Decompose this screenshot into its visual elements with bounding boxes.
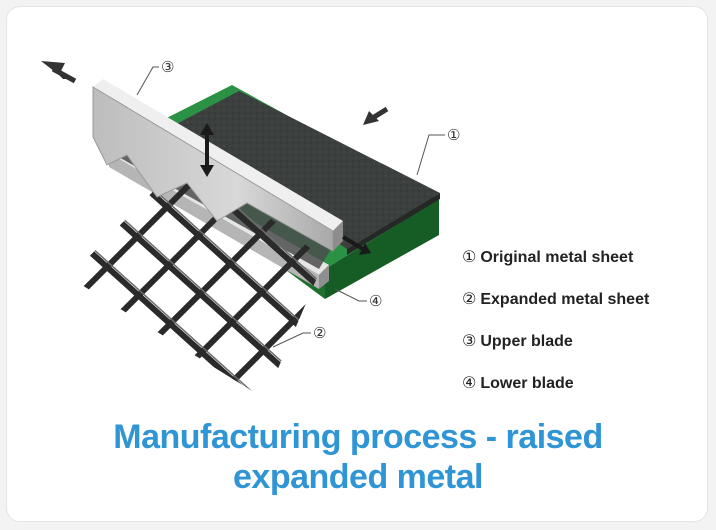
vertical-stroke-arrow: [200, 123, 214, 177]
callout-3: ③: [161, 58, 174, 76]
upper-blade-shape: [92, 79, 343, 252]
original-metal-sheet: [167, 91, 440, 255]
blade-left-arrow: [41, 61, 77, 84]
outfeed-arrow: [341, 235, 371, 255]
legend-marker: ④: [462, 375, 477, 392]
callout-1: ①: [447, 126, 460, 144]
callout-4: ④: [369, 292, 382, 310]
legend-marker: ②: [462, 291, 477, 308]
feed-arrow: [363, 106, 389, 125]
callout-markers: ③ ① ④ ②: [161, 58, 460, 342]
legend-label: Original metal sheet: [480, 249, 634, 266]
expanded-metal-process-illustration: ③ ① ④ ②: [41, 58, 460, 399]
motion-arrows: [41, 61, 389, 255]
diagram-caption: Manufacturing process - raised expanded …: [7, 417, 707, 497]
legend-label: Upper blade: [480, 333, 573, 350]
caption-line-2: expanded metal: [233, 458, 483, 496]
callout-2: ②: [313, 324, 326, 342]
caption-line-1: Manufacturing process - raised: [113, 418, 603, 456]
legend-marker: ③: [462, 333, 477, 350]
callout-leaders: [136, 66, 445, 348]
legend-label: Lower blade: [480, 375, 574, 392]
legend-marker: ①: [462, 249, 477, 266]
legend-label: Expanded metal sheet: [480, 291, 650, 308]
